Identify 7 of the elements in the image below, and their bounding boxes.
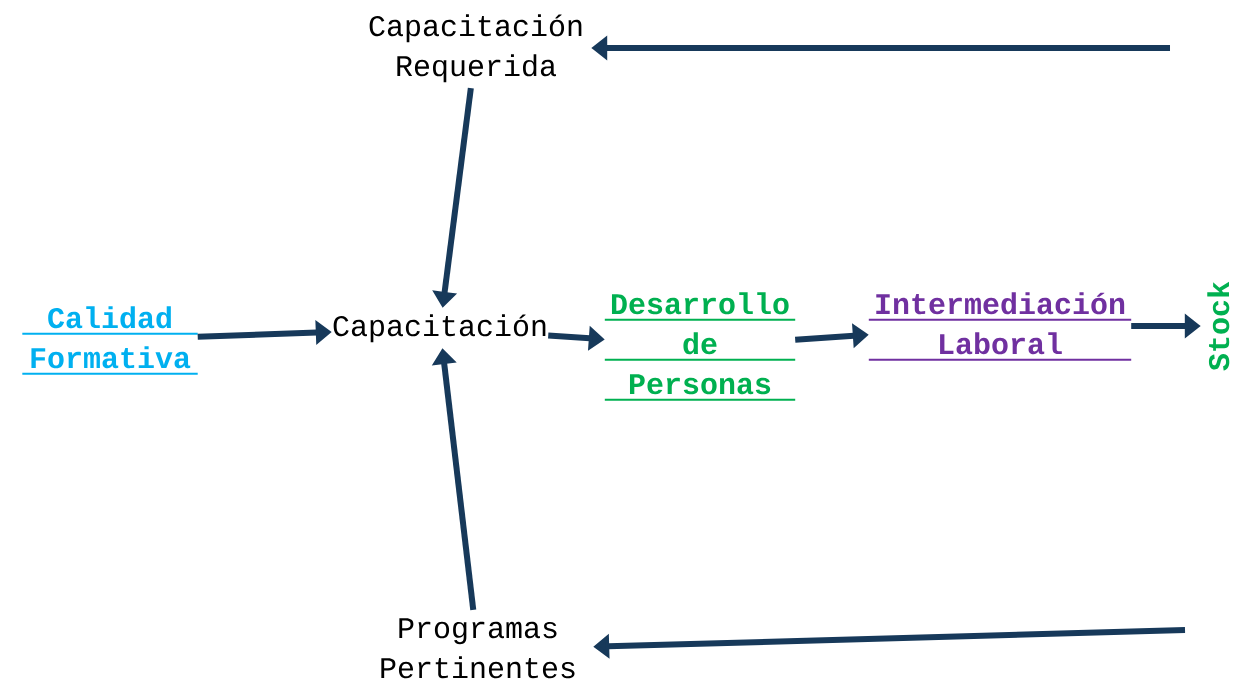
label-text: Programas Pertinentes (381, 618, 575, 679)
rotated-text: Stock (1207, 281, 1230, 371)
label-text: Capacitación (333, 314, 546, 343)
link-text: Intermediación Laboral (867, 292, 1133, 361)
link-text: Calidad Formativa (21, 306, 199, 375)
label-text: Capacitación Requerida (369, 14, 582, 83)
link-text: Desarrollo de Personas (603, 292, 797, 401)
